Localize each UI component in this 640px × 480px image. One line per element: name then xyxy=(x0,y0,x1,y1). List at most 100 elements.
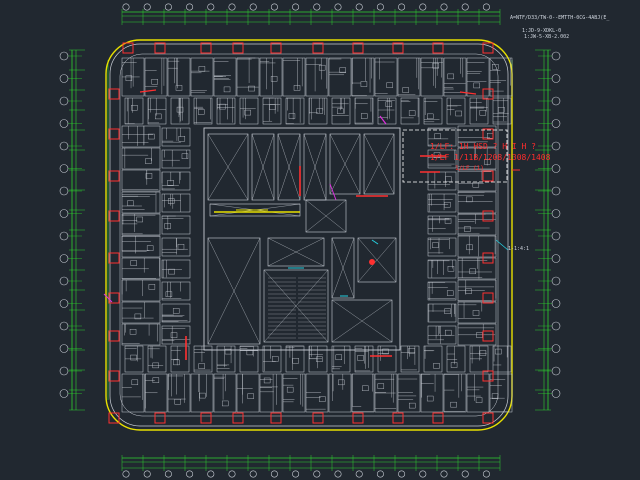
room xyxy=(423,345,443,373)
room xyxy=(443,373,467,413)
room xyxy=(121,301,161,324)
axis-bubble xyxy=(334,470,342,478)
core-room xyxy=(209,203,301,217)
fixture xyxy=(339,67,346,73)
fixture xyxy=(168,268,175,275)
fixture xyxy=(270,76,278,82)
axis-bubble xyxy=(376,470,384,478)
axis-bubble xyxy=(440,470,448,478)
room xyxy=(121,213,161,236)
room xyxy=(161,303,191,323)
axis-bubble xyxy=(270,3,278,11)
column xyxy=(352,412,364,424)
axis-bubble xyxy=(59,231,69,241)
shaft-cross xyxy=(363,133,395,195)
accent-dot xyxy=(369,259,375,265)
column xyxy=(200,42,212,54)
axis-bubble xyxy=(313,470,321,478)
column xyxy=(108,252,120,264)
fixture xyxy=(145,158,152,164)
fixture xyxy=(178,136,186,142)
fixture xyxy=(475,397,483,403)
fixture xyxy=(148,284,156,290)
fixture xyxy=(466,196,473,203)
room-partitions xyxy=(121,57,513,413)
room xyxy=(489,373,513,413)
fixture xyxy=(198,66,206,72)
column xyxy=(482,42,494,54)
column xyxy=(108,412,120,424)
fixture xyxy=(172,308,180,314)
axis-bubble xyxy=(207,470,215,478)
room xyxy=(423,97,443,125)
fixture xyxy=(445,176,452,182)
core-room xyxy=(331,237,355,299)
column xyxy=(108,210,120,222)
room xyxy=(213,373,237,413)
fixture xyxy=(386,82,393,88)
axis-bubble xyxy=(551,299,561,308)
axis-bubble xyxy=(551,366,561,376)
room xyxy=(161,149,191,169)
column xyxy=(154,412,166,424)
fixture xyxy=(432,242,439,248)
fixture xyxy=(146,245,154,251)
room xyxy=(377,97,397,125)
axis-bubble xyxy=(270,470,278,478)
fixture xyxy=(465,288,472,294)
axis-bubble xyxy=(334,3,342,11)
fixture xyxy=(432,62,439,69)
axis-bubble xyxy=(59,141,69,151)
fixture xyxy=(272,356,279,362)
column xyxy=(312,42,324,54)
column xyxy=(482,292,494,304)
column xyxy=(154,42,166,54)
accent-line xyxy=(371,239,379,245)
axis-bubble xyxy=(59,299,69,308)
fixture xyxy=(498,107,505,113)
room xyxy=(427,325,457,345)
shaft-cross xyxy=(331,299,393,343)
fixture xyxy=(316,356,323,362)
room xyxy=(282,57,306,97)
axis-bubble xyxy=(186,470,194,478)
room xyxy=(262,97,282,125)
column xyxy=(232,42,244,54)
room xyxy=(161,215,191,235)
fixture xyxy=(316,108,323,114)
room xyxy=(427,259,457,279)
room xyxy=(457,257,497,280)
fixture xyxy=(177,244,185,250)
axis-bubble xyxy=(59,209,69,218)
room xyxy=(420,373,444,413)
fixture xyxy=(447,73,454,80)
room xyxy=(161,259,191,279)
room xyxy=(121,373,145,413)
accent-line xyxy=(495,239,509,251)
axis-bubble xyxy=(482,470,490,478)
room xyxy=(400,97,420,125)
room xyxy=(328,373,352,413)
accent-markings xyxy=(103,89,520,360)
column xyxy=(482,128,494,140)
room xyxy=(446,97,466,125)
inner-facade xyxy=(109,43,509,427)
axis-bubble xyxy=(59,119,69,128)
column xyxy=(482,88,494,100)
axis-bubble xyxy=(551,74,561,83)
central-core xyxy=(203,127,401,351)
fixture xyxy=(464,226,471,232)
core-room xyxy=(331,299,393,343)
selection-rectangle[interactable] xyxy=(402,129,508,183)
column xyxy=(312,412,324,424)
room xyxy=(121,279,161,302)
fixture xyxy=(130,260,137,266)
axis-bubble xyxy=(551,164,561,173)
building-outline xyxy=(105,39,513,431)
room xyxy=(161,193,191,213)
shaft-cross xyxy=(357,237,397,283)
fixture xyxy=(495,348,502,355)
axis-bubble xyxy=(292,470,300,478)
core-room xyxy=(207,133,249,201)
